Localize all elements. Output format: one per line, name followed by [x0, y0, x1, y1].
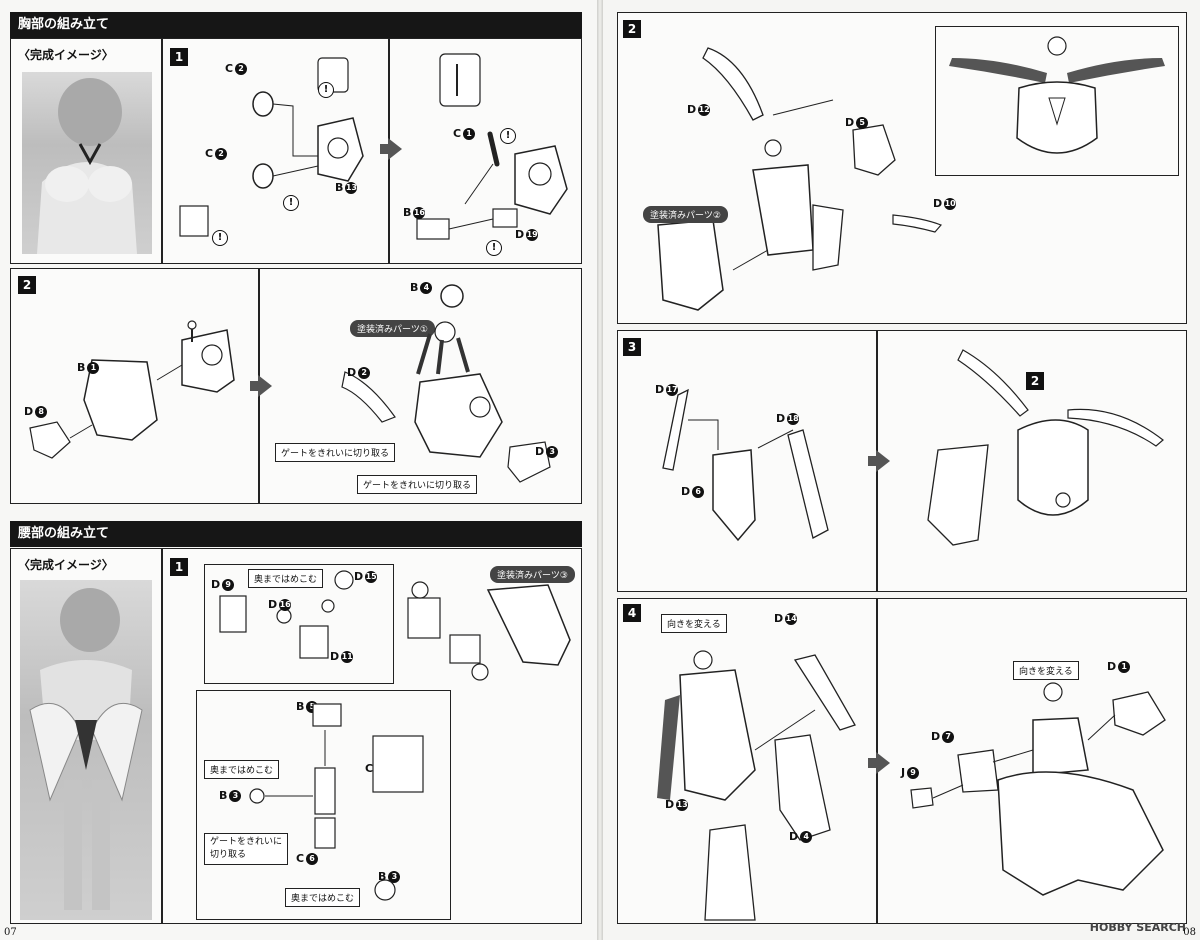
- caution-icon: !: [318, 82, 334, 98]
- waist-section-title: 腰部の組み立て: [10, 521, 582, 547]
- gate-trim-note: ゲートをきれいに切り取る: [275, 443, 396, 462]
- chest-complete-photo: [22, 72, 152, 254]
- book-gutter: [597, 0, 603, 940]
- next-arrow-icon: [380, 138, 402, 160]
- gate-trim-note: ゲートをきれいに切り取る: [204, 833, 289, 865]
- chest-section-title: 胸部の組み立て: [10, 12, 582, 38]
- chest-step2-result-diagram: [341, 284, 551, 483]
- waist-photo-figure-icon: [29, 588, 143, 910]
- next-arrow-icon: [868, 450, 890, 472]
- waist-step1-badge: 1: [170, 558, 188, 576]
- painted-parts-tag: 塗装済みパーツ①: [350, 320, 435, 337]
- right-step4-diagram: [657, 650, 856, 921]
- right-step3-diagram: [662, 388, 829, 542]
- chest-step2-badge: 2: [18, 276, 36, 294]
- next-arrow-icon: [868, 752, 890, 774]
- press-in-note: 奥まではめこむ: [248, 569, 324, 588]
- next-arrow-icon: [250, 375, 272, 397]
- waist-detail-diagram: [249, 703, 424, 901]
- turn-direction-note: 向きを変える: [661, 614, 727, 633]
- right-step4-result-diagram: [910, 682, 1166, 896]
- right-step4-badge: 4: [623, 604, 641, 622]
- turn-direction-note: 向きを変える: [1013, 661, 1079, 680]
- right-step2-diagram: [657, 47, 943, 311]
- caution-icon: !: [500, 128, 516, 144]
- press-in-note: 奥まではめこむ: [285, 888, 361, 907]
- page-number: 07: [4, 927, 17, 938]
- reference-step-badge: 2: [1026, 372, 1044, 390]
- right-step2-badge: 2: [623, 20, 641, 38]
- watermark: HOBBY SEARCH: [1089, 921, 1186, 934]
- chest-step1-diagram: [179, 57, 364, 237]
- caution-icon: !: [486, 240, 502, 256]
- chest-step2-diagram: [29, 320, 235, 459]
- right-step3-result-diagram: [927, 349, 1164, 546]
- waist-complete-caption: 〈完成イメージ〉: [18, 558, 114, 572]
- waist-painted-diagram: [407, 581, 571, 681]
- gate-trim-note: ゲートをきれいに切り取る: [357, 475, 478, 494]
- chest-step1-result-diagram: [416, 53, 568, 240]
- right-step3-box: [617, 330, 1187, 592]
- chest-complete-caption: 〈完成イメージ〉: [18, 48, 114, 62]
- caution-icon: !: [212, 230, 228, 246]
- chest-step1-badge: 1: [170, 48, 188, 66]
- right-step3-badge: 3: [623, 338, 641, 356]
- press-in-note: 奥まではめこむ: [204, 760, 280, 779]
- caution-icon: !: [283, 195, 299, 211]
- waist-complete-photo: [20, 580, 152, 920]
- waist-sub-diagram: [219, 570, 354, 659]
- painted-parts-tag: 塗装済みパーツ③: [490, 566, 575, 583]
- wing-detail-diagram: [949, 36, 1165, 154]
- painted-parts-tag: 塗装済みパーツ②: [643, 206, 728, 223]
- chest-photo-figure-icon: [37, 78, 137, 254]
- page-number: 08: [1183, 927, 1196, 938]
